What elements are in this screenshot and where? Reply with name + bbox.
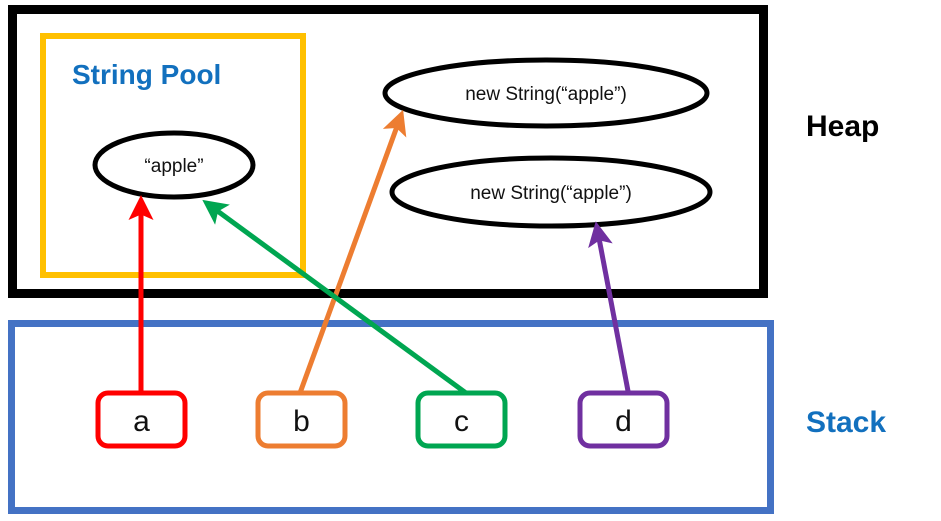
- heap-new-string-2-label: new String(“apple”): [470, 183, 632, 204]
- variable-box-a[interactable]: a: [95, 390, 188, 449]
- string-pool-title: String Pool: [72, 59, 221, 90]
- heap-region: Heap: [8, 5, 879, 298]
- arrow-c-to-pool-apple: [202, 199, 468, 396]
- heap-new-string-2-ellipse: [389, 155, 713, 229]
- pool-apple-label: “apple”: [144, 156, 203, 177]
- stack-label: Stack: [806, 406, 886, 439]
- arrow-b-to-heap-new-string-1: [297, 109, 407, 394]
- string-pool-border: [40, 33, 306, 278]
- variable-box-c[interactable]: c: [415, 390, 508, 449]
- heap-border: [8, 5, 768, 298]
- pool-apple-object: “apple”: [92, 130, 256, 200]
- stack-border: [8, 320, 774, 514]
- heap-new-string-2-object: new String(“apple”): [389, 155, 713, 229]
- variable-box-b[interactable]: b: [255, 390, 348, 449]
- heap-new-string-1-object: new String(“apple”): [382, 57, 710, 129]
- variable-box-b-label: b: [293, 405, 310, 438]
- variable-box-d-rect[interactable]: [577, 390, 670, 449]
- variable-box-c-label: c: [454, 405, 469, 438]
- variable-box-b-rect[interactable]: [255, 390, 348, 449]
- variable-box-d-label: d: [615, 405, 632, 438]
- pool-apple-ellipse: [92, 130, 256, 200]
- variable-box-a-rect[interactable]: [95, 390, 188, 449]
- variable-box-c-rect[interactable]: [415, 390, 508, 449]
- arrow-d-to-heap-new-string-2: [588, 221, 631, 392]
- heap-label: Heap: [806, 110, 879, 143]
- variable-box-a-label: a: [133, 405, 150, 438]
- heap-new-string-1-label: new String(“apple”): [465, 84, 627, 105]
- heap-new-string-1-ellipse: [382, 57, 710, 129]
- variable-box-d[interactable]: d: [577, 390, 670, 449]
- stack-region: Stack: [8, 320, 886, 514]
- string-pool-region: String Pool: [40, 33, 306, 278]
